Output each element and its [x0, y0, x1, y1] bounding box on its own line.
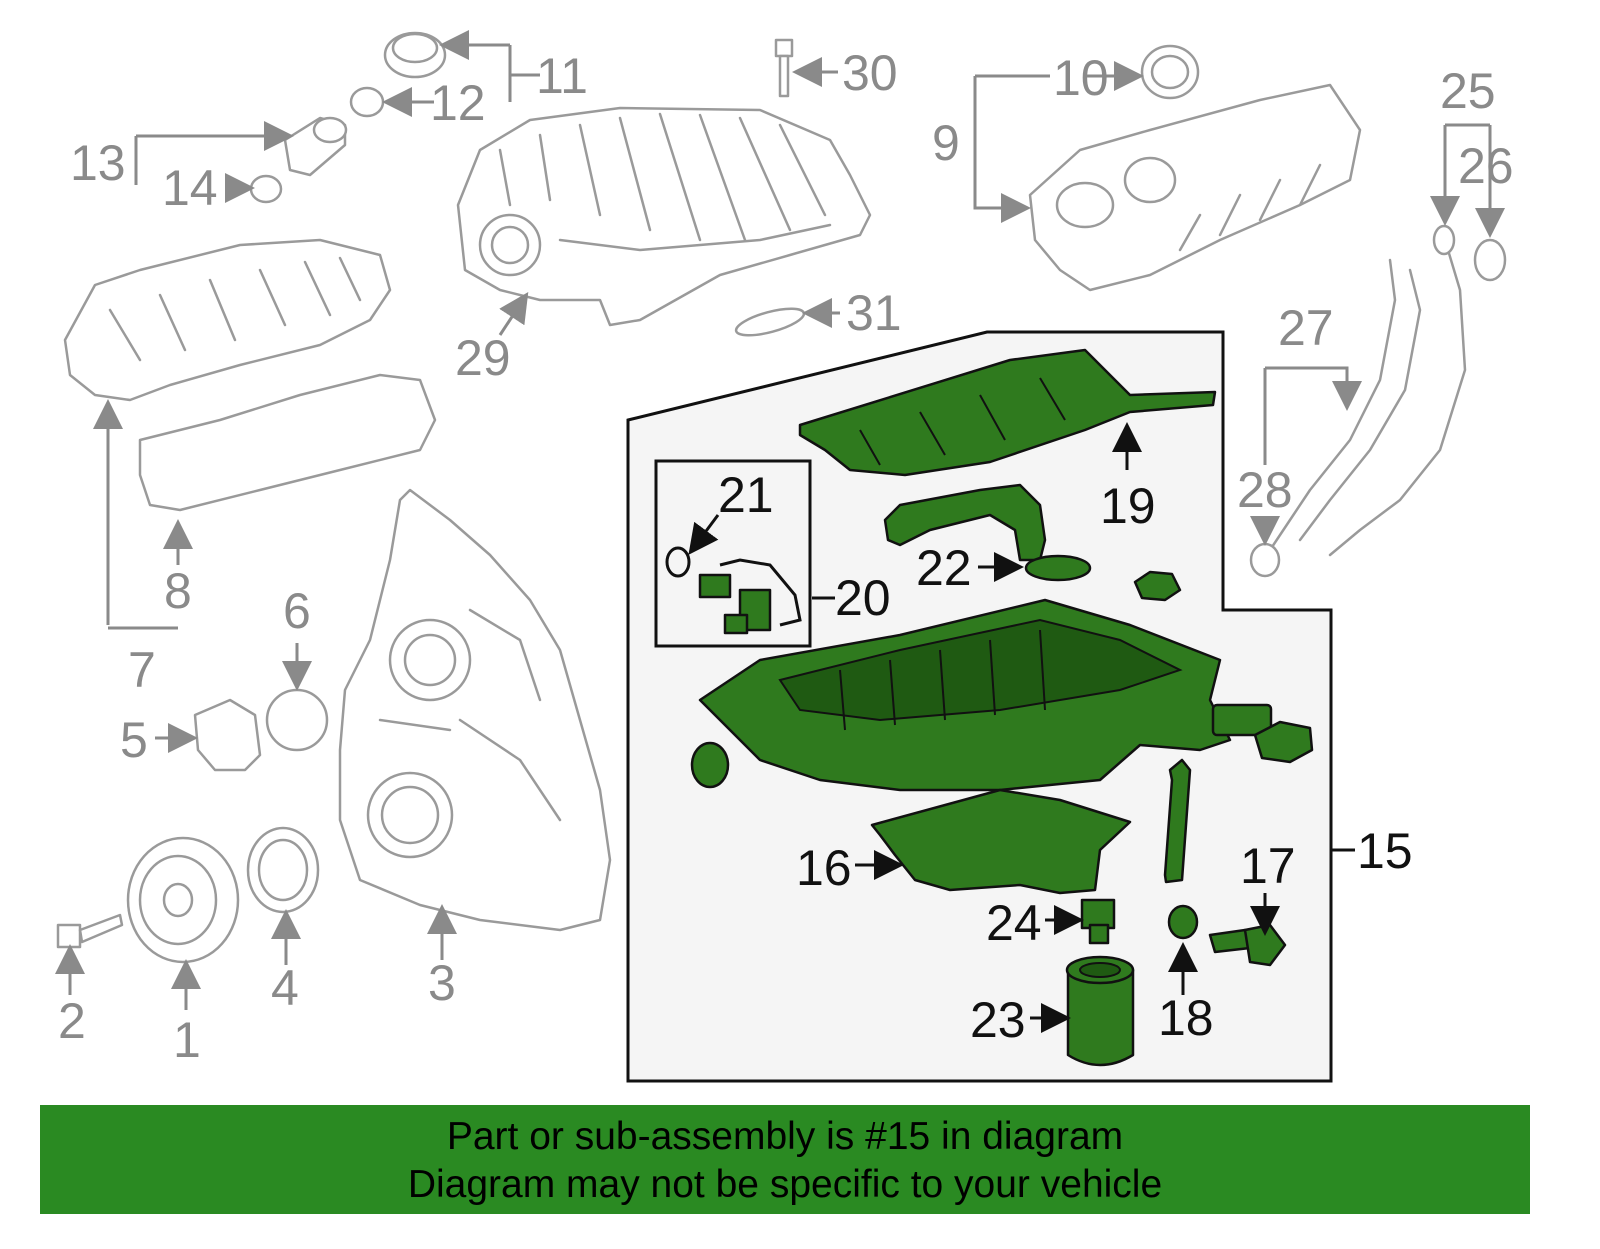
callout-31: 31	[846, 285, 902, 341]
part-26	[1473, 238, 1507, 282]
callout-2: 2	[58, 993, 86, 1049]
callout-1: 1	[173, 1012, 201, 1068]
seal-12	[349, 86, 385, 118]
callout-27: 27	[1278, 300, 1334, 356]
info-banner: Part or sub-assembly is #15 in diagram D…	[40, 1105, 1530, 1214]
leader-lines	[55, 45, 1505, 1033]
seal-10	[1140, 44, 1200, 100]
callout-3: 3	[428, 955, 456, 1011]
callout-20: 20	[835, 570, 891, 626]
callout-18: 18	[1158, 990, 1214, 1046]
intake-manifold	[456, 106, 872, 327]
gasket-6	[265, 688, 329, 752]
bolt-30	[774, 38, 794, 98]
callout-17: 17	[1240, 838, 1296, 894]
oil-filter	[1065, 955, 1135, 1067]
gasket-31	[734, 307, 806, 337]
callout-6: 6	[283, 583, 311, 639]
banner-line-1: Part or sub-assembly is #15 in diagram	[446, 1115, 1124, 1158]
callout-9: 9	[932, 115, 960, 171]
o-ring-21	[665, 546, 691, 578]
dipstick-rod	[1163, 758, 1192, 884]
callout-24: 24	[986, 895, 1042, 951]
oil-fill-tube	[283, 116, 348, 177]
seal-4	[246, 826, 320, 914]
plug-left	[690, 741, 730, 789]
seal-14	[249, 174, 283, 204]
part-5	[193, 698, 262, 772]
valve-cover-gasket	[138, 373, 437, 512]
callout-4: 4	[271, 960, 299, 1016]
cover-plate	[1253, 720, 1314, 764]
bolt-2	[56, 913, 124, 949]
callout-5: 5	[120, 712, 148, 768]
callout-25: 25	[1440, 63, 1496, 119]
callout-14: 14	[162, 160, 218, 216]
washer-18	[1167, 904, 1199, 940]
callout-15: 15	[1357, 823, 1413, 879]
windage-tray	[798, 348, 1217, 477]
callout-labels: 11 12 13 14 30 29 31 10 9 25 26 27 28 8 …	[58, 45, 1514, 1068]
callout-28: 28	[1237, 462, 1293, 518]
callout-11: 11	[536, 48, 588, 104]
part-28	[1249, 542, 1281, 578]
gasket-plate	[1211, 703, 1273, 737]
callout-21: 21	[718, 467, 774, 523]
callout-30: 30	[842, 45, 898, 101]
callout-29: 29	[455, 330, 511, 386]
banner-line-2: Diagram may not be specific to your vehi…	[407, 1163, 1163, 1206]
callout-19: 19	[1100, 478, 1156, 534]
callout-26: 26	[1458, 138, 1514, 194]
oil-fill-cap	[383, 31, 447, 79]
callout-23: 23	[970, 992, 1026, 1048]
oil-pressure-sensor-harness	[698, 558, 802, 635]
harmonic-balancer	[126, 836, 240, 964]
oil-pan	[698, 598, 1232, 792]
nut	[1133, 570, 1182, 602]
oil-pickup-tube	[883, 483, 1092, 582]
valve-cover-right	[1028, 83, 1362, 292]
callout-22: 22	[916, 540, 972, 596]
timing-cover	[338, 488, 612, 932]
callout-13: 13	[70, 135, 126, 191]
callout-12: 12	[430, 75, 486, 131]
callout-8: 8	[164, 563, 192, 619]
valve-cover-left	[63, 238, 392, 402]
callout-16: 16	[796, 840, 852, 896]
dipstick-tube	[1268, 224, 1467, 557]
callout-10: 10	[1053, 50, 1109, 106]
callout-7: 7	[128, 642, 156, 698]
